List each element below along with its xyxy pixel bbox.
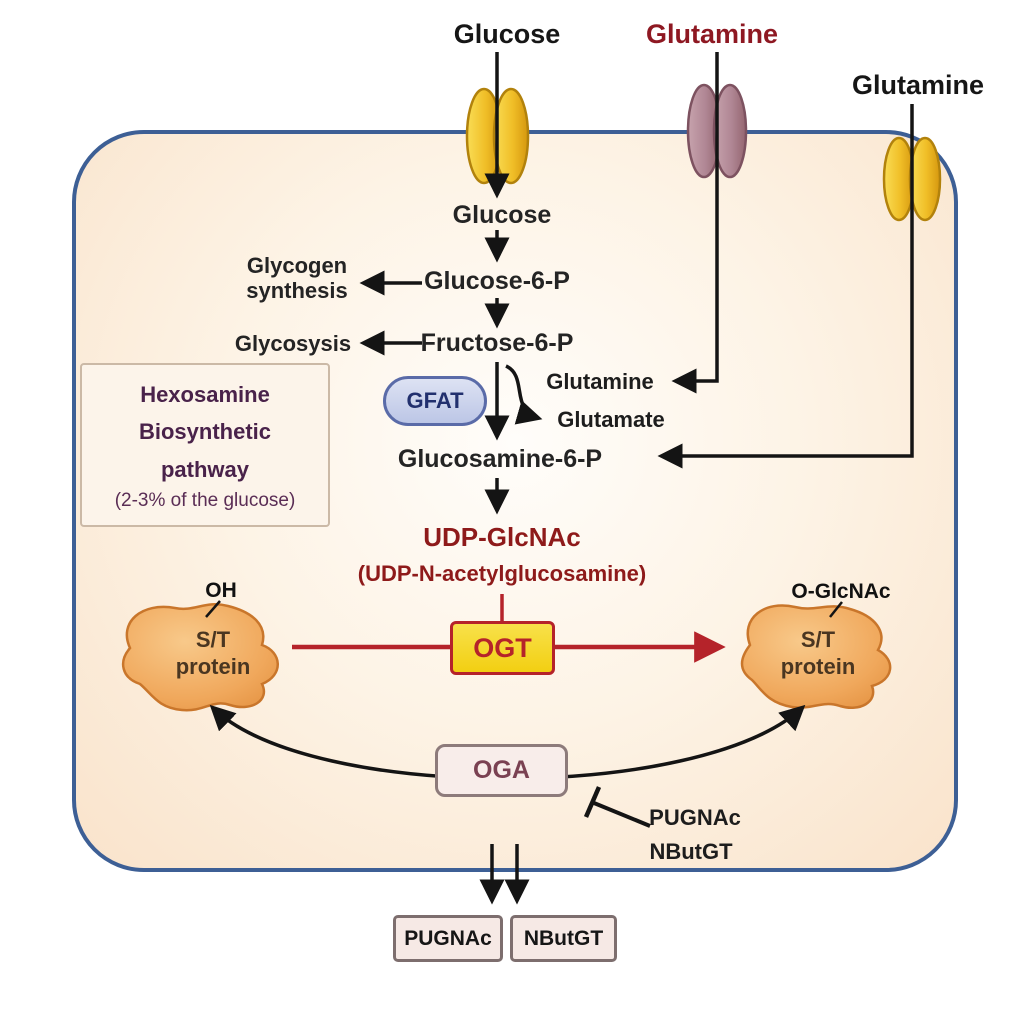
left-protein-line2: protein xyxy=(175,654,251,679)
left-protein-oh-label: OH xyxy=(205,579,237,602)
glutamine-right-extracellular-label: Glutamine xyxy=(851,70,985,100)
right-protein-oglcnac-label: O-GlcNAc xyxy=(791,580,891,603)
gfat-enzyme-badge: GFAT xyxy=(383,376,487,426)
nbutgt-box-label: NButGT xyxy=(523,926,604,950)
glycogen-synthesis-label: Glycogen synthesis xyxy=(246,253,348,304)
pugnac-box-label: PUGNAc xyxy=(404,926,492,950)
left-protein-line1: S/T xyxy=(195,627,231,652)
nbutgt-box: NButGT xyxy=(510,915,617,962)
oga-enzyme-box: OGA xyxy=(435,744,568,797)
ogt-label: OGT xyxy=(473,632,532,663)
fructose-6-p-label: Fructose-6-P xyxy=(420,329,574,357)
udp-glcnac-fullname-label: (UDP-N-acetylglucosamine) xyxy=(357,561,647,586)
hbp-subtitle: (2-3% of the glucose) xyxy=(114,489,296,511)
glucose-6-p-label: Glucose-6-P xyxy=(424,267,570,295)
right-protein-line2: protein xyxy=(780,654,856,679)
ogt-enzyme-box: OGT xyxy=(450,621,555,675)
glucose-intracellular-label: Glucose xyxy=(452,201,552,229)
pugnac-box: PUGNAc xyxy=(393,915,503,962)
hbp-title-line1: Hexosamine xyxy=(140,382,270,408)
glucosamine-6-p-label: Glucosamine-6-P xyxy=(397,445,603,473)
hbp-title-line3: pathway xyxy=(160,456,250,482)
glutamate-cosubstrate-label: Glutamate xyxy=(557,407,665,432)
right-protein-line1: S/T xyxy=(800,627,836,652)
glucose-extracellular-label: Glucose xyxy=(453,19,561,49)
hbp-title-line2: Biosynthetic xyxy=(138,419,272,445)
udp-glcnac-label: UDP-GlcNAc xyxy=(423,522,581,552)
pugnac-inhibitor-label: PUGNAc xyxy=(649,805,741,830)
oga-label: OGA xyxy=(473,756,530,784)
glycolysis-label: Glycosysis xyxy=(234,331,352,356)
glutamine-cosubstrate-label: Glutamine xyxy=(546,369,654,394)
gfat-label: GFAT xyxy=(406,388,464,413)
hexosamine-pathway-box: Hexosamine Biosynthetic pathway (2-3% of… xyxy=(80,363,330,527)
glutamine-center-extracellular-label: Glutamine xyxy=(645,19,779,49)
nbutgt-inhibitor-label: NButGT xyxy=(649,839,733,864)
